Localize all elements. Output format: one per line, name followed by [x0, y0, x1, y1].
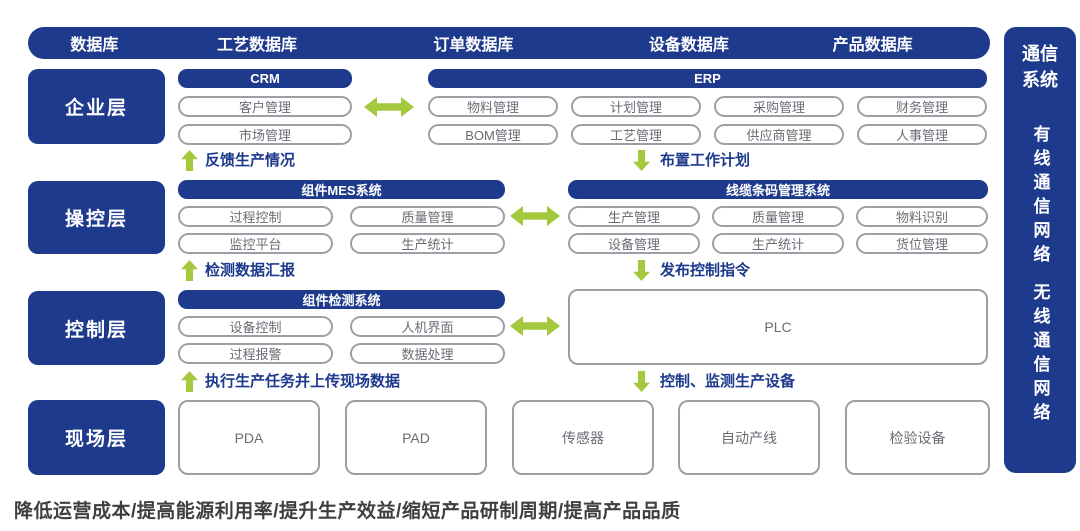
- database-bar-label: 订单数据库: [433, 37, 514, 54]
- flow-label-control-monitor-equipment: 控制、监测生产设备: [660, 373, 796, 390]
- pill-detect: 人机界面: [350, 316, 505, 337]
- flow-label-feedback-production: 反馈生产情况: [205, 152, 296, 169]
- pill-cable: 货位管理: [856, 233, 988, 254]
- flow-label-execute-tasks-upload-data: 执行生产任务并上传现场数据: [205, 373, 401, 390]
- pill-mes: 质量管理: [350, 206, 505, 227]
- crm-header: CRM: [178, 69, 352, 88]
- field-device-box: 传感器: [512, 400, 654, 475]
- database-bar: 数据库 工艺数据库 订单数据库 设备数据库 产品数据库: [28, 27, 990, 59]
- pill-erp: 供应商管理: [714, 124, 844, 145]
- pill-erp: 物料管理: [428, 96, 558, 117]
- erp-header: ERP: [428, 69, 987, 88]
- mes-header: 组件MES系统: [178, 180, 505, 199]
- double-arrow-icon: [510, 206, 560, 226]
- pill-cable: 物料识别: [856, 206, 988, 227]
- down-arrow-icon: [633, 371, 650, 392]
- wired-network-label: 有线通信网络: [1030, 125, 1050, 269]
- communication-sidebar: 通信系统 有线通信网络 无线通信网络: [1004, 27, 1076, 473]
- flow-label-assign-work-plan: 布置工作计划: [660, 152, 751, 169]
- detection-system-header: 组件检测系统: [178, 290, 505, 309]
- field-device-box: 自动产线: [678, 400, 820, 475]
- pill-crm: 客户管理: [178, 96, 352, 117]
- communication-system-title: 通信系统: [1022, 44, 1058, 90]
- pill-detect: 数据处理: [350, 343, 505, 364]
- field-device-box: 检验设备: [845, 400, 990, 475]
- pill-detect: 过程报警: [178, 343, 333, 364]
- layer-field: 现场层: [28, 400, 165, 475]
- down-arrow-icon: [633, 150, 650, 171]
- pill-mes: 过程控制: [178, 206, 333, 227]
- flow-label-report-inspection-data: 检测数据汇报: [205, 262, 296, 279]
- pill-crm: 市场管理: [178, 124, 352, 145]
- pill-erp: 计划管理: [571, 96, 701, 117]
- layer-enterprise: 企业层: [28, 69, 165, 144]
- pill-erp: 财务管理: [857, 96, 987, 117]
- up-arrow-icon: [181, 260, 198, 281]
- cable-barcode-header: 线缆条码管理系统: [568, 180, 988, 199]
- pill-erp: 采购管理: [714, 96, 844, 117]
- pill-detect: 设备控制: [178, 316, 333, 337]
- down-arrow-icon: [633, 260, 650, 281]
- field-device-box: PDA: [178, 400, 320, 475]
- plc-box: PLC: [568, 289, 988, 365]
- database-bar-label: 产品数据库: [832, 37, 913, 54]
- benefits-footer-text: 降低运营成本/提高能源利用率/提升生产效益/缩短产品研制周期/提高产品品质: [14, 501, 681, 522]
- up-arrow-icon: [181, 150, 198, 171]
- field-device-box: PAD: [345, 400, 487, 475]
- pill-mes: 生产统计: [350, 233, 505, 254]
- pill-erp: BOM管理: [428, 124, 558, 145]
- wireless-network-label: 无线通信网络: [1030, 283, 1050, 427]
- up-arrow-icon: [181, 371, 198, 392]
- pill-cable: 质量管理: [712, 206, 844, 227]
- pill-cable: 生产统计: [712, 233, 844, 254]
- flow-label-issue-control-commands: 发布控制指令: [660, 262, 751, 279]
- layer-operation: 操控层: [28, 181, 165, 254]
- pill-cable: 生产管理: [568, 206, 700, 227]
- pill-erp: 人事管理: [857, 124, 987, 145]
- database-bar-label: 工艺数据库: [216, 37, 297, 54]
- database-bar-label: 数据库: [70, 37, 119, 54]
- pill-cable: 设备管理: [568, 233, 700, 254]
- pill-erp: 工艺管理: [571, 124, 701, 145]
- double-arrow-icon: [364, 97, 414, 117]
- layer-control: 控制层: [28, 291, 165, 365]
- pill-mes: 监控平台: [178, 233, 333, 254]
- database-bar-label: 设备数据库: [648, 37, 729, 54]
- double-arrow-icon: [510, 316, 560, 336]
